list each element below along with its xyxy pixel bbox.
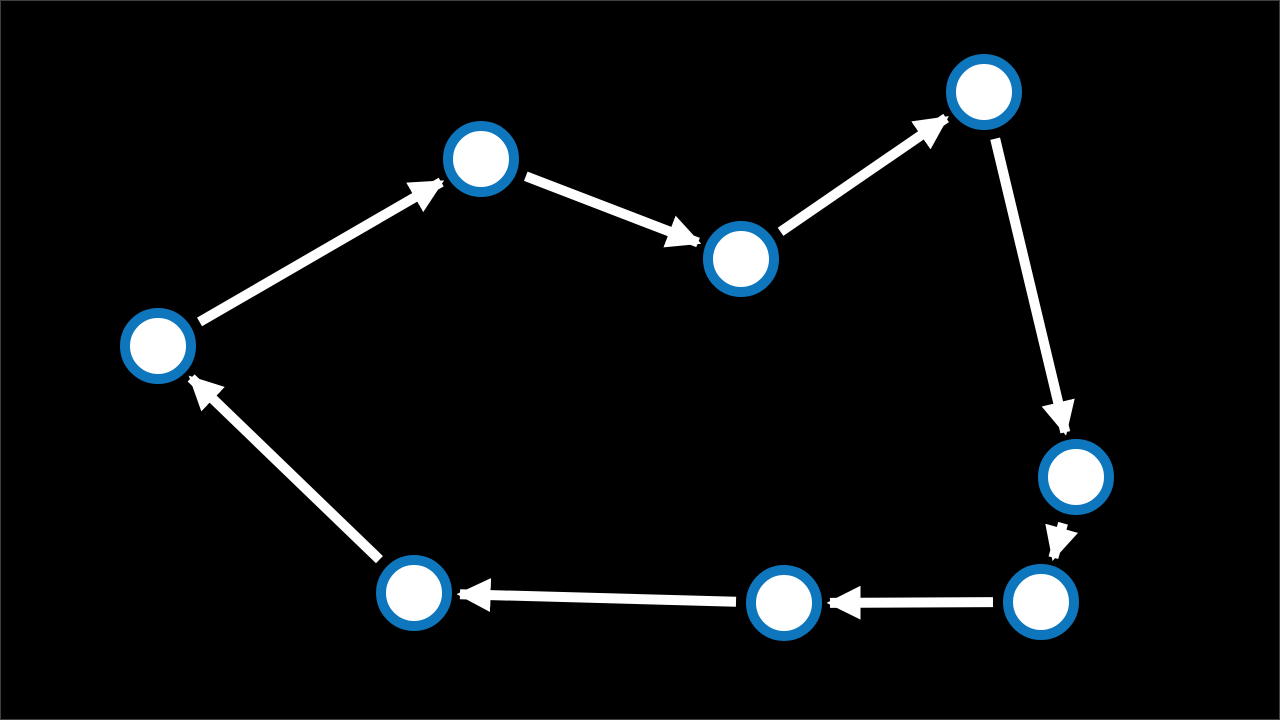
- edge-arrow-node-5-to-node-6: [1045, 521, 1079, 561]
- edges-layer: [187, 113, 1079, 620]
- graph-node-7: [746, 565, 822, 641]
- graph-node-6: [1003, 564, 1079, 640]
- edge-arrow-node-4-to-node-5: [990, 137, 1075, 436]
- graph-node-3: [703, 221, 779, 297]
- graph-node-1: [120, 308, 196, 384]
- graph-node-5: [1038, 439, 1114, 515]
- edge-arrow-node-7-to-node-8: [456, 578, 737, 613]
- edge-arrow-node-3-to-node-4: [777, 113, 949, 236]
- graph-node-8: [376, 555, 452, 631]
- graph-node-4: [946, 54, 1022, 130]
- edge-arrow-node-1-to-node-2: [197, 177, 445, 327]
- edge-arrow-node-8-to-node-1: [187, 374, 383, 564]
- nodes-layer: [120, 54, 1114, 641]
- graph-node-2: [443, 121, 519, 197]
- edge-arrow-node-6-to-node-7: [826, 585, 994, 620]
- edge-arrow-node-2-to-node-3: [524, 171, 702, 248]
